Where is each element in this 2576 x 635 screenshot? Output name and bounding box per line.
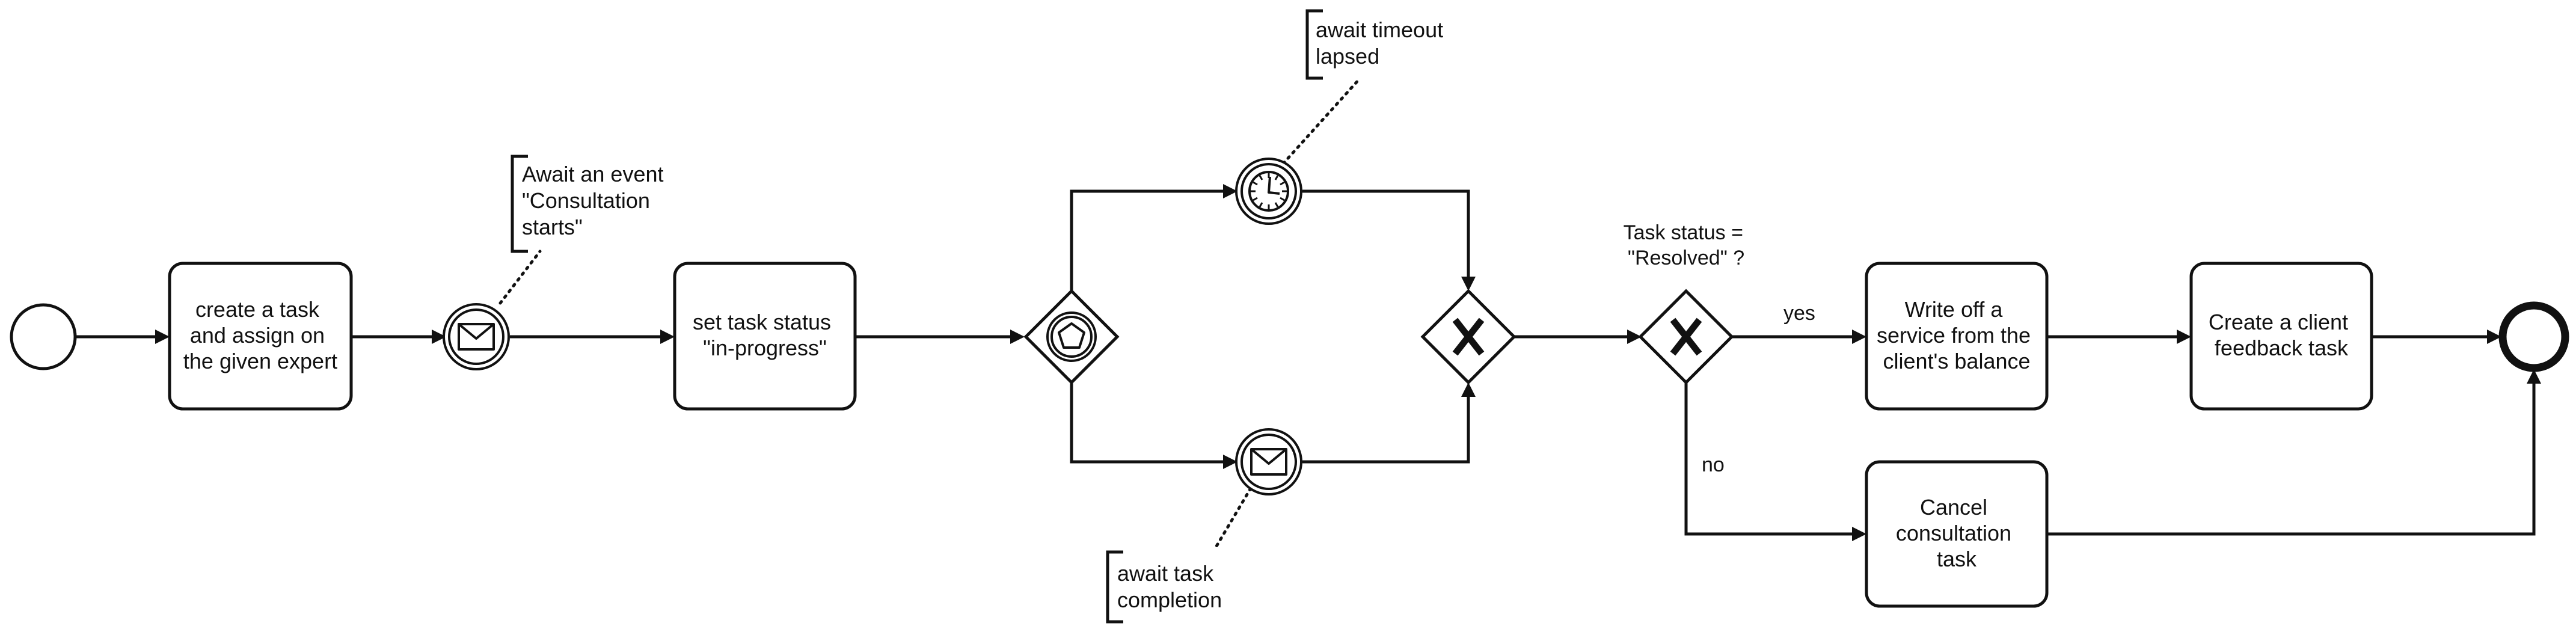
condition-line: Task status = <box>1624 221 1743 244</box>
arrowhead <box>2527 369 2541 384</box>
svg-text:Await an event "Consulta: Await an event "Consultation starts" <box>522 162 670 239</box>
intermediate-message-event[interactable] <box>443 303 510 370</box>
arrowhead <box>1627 330 1642 344</box>
annotation-line: starts" <box>522 215 583 239</box>
task-label-line: and assign on <box>190 323 325 348</box>
task-label-line: client's balance <box>1883 349 2030 373</box>
svg-text:await task completion: await task completion <box>1117 561 1222 612</box>
svg-text:Cancel consultation: Cancel consultation task <box>1896 495 2017 571</box>
arrowhead <box>660 330 675 344</box>
flow-timer-to-join-gateway[interactable] <box>1302 189 1470 279</box>
arrowhead <box>1461 382 1476 397</box>
task-label-line: create a task <box>195 297 320 322</box>
annotation-line: completion <box>1117 587 1222 612</box>
task-feedback[interactable]: Create a client feedback task <box>2189 262 2373 411</box>
association-timer <box>1281 76 1362 165</box>
envelope-icon <box>458 323 495 351</box>
flow-label-no: no <box>1702 453 1725 476</box>
clock-icon <box>1248 171 1289 212</box>
arrowhead <box>2177 330 2191 344</box>
arrowhead <box>1461 277 1476 291</box>
start-event[interactable] <box>10 303 77 370</box>
svg-text:create a task and assign: create a task and assign on the given ex… <box>183 297 337 373</box>
exclusive-decision-gateway[interactable] <box>1638 289 1734 385</box>
flow-cancel-to-end[interactable] <box>2047 381 2536 536</box>
message-event-task-completion[interactable] <box>1235 428 1302 495</box>
flow-label-yes: yes <box>1783 302 1815 325</box>
annotation-line: "Consultation <box>522 188 650 213</box>
task-create-task[interactable]: create a task and assign on the given ex… <box>168 262 353 411</box>
associations <box>498 76 1362 549</box>
annotation-completion: await task completion <box>1106 550 1222 624</box>
annotation-line: Await an event <box>522 162 664 186</box>
arrowhead <box>1852 527 1866 541</box>
condition-line: "Resolved" ? <box>1628 247 1744 269</box>
task-label-line: Write off a <box>1905 297 2004 322</box>
task-label-line: service from the <box>1877 323 2031 348</box>
sequence-flows <box>76 184 2541 541</box>
event-based-gateway[interactable] <box>1023 289 1120 385</box>
flow-message-to-join-gateway[interactable] <box>1302 394 1470 464</box>
arrowhead <box>2487 330 2501 344</box>
svg-text:set task status "in-prog: set task status "in-progress" <box>693 310 837 360</box>
svg-text:Write off a service from: Write off a service from the client's ba… <box>1877 297 2037 373</box>
arrowhead <box>155 330 170 344</box>
task-set-status[interactable]: set task status "in-progress" <box>673 262 857 411</box>
annotation-line: await task <box>1117 561 1214 586</box>
flow-decision-to-cancel[interactable] <box>1684 382 1854 536</box>
end-event[interactable] <box>2498 301 2569 372</box>
task-label-line: Create a client <box>2209 310 2348 334</box>
task-write-off[interactable]: Write off a service from the client's ba… <box>1865 262 2049 411</box>
svg-text:Create a client feedback: Create a client feedback task <box>2209 310 2354 360</box>
task-label-line: consultation <box>1896 521 2011 545</box>
annotation-line: lapsed <box>1316 44 1379 69</box>
task-label-line: Cancel <box>1920 495 1987 520</box>
task-cancel[interactable]: Cancel consultation task <box>1865 460 2049 608</box>
arrowhead <box>1223 455 1237 469</box>
envelope-icon <box>1250 448 1287 476</box>
flow-event-gateway-to-message[interactable] <box>1070 382 1225 464</box>
x-icon <box>1670 318 1702 356</box>
x-icon <box>1452 318 1485 356</box>
task-label-line: task <box>1937 547 1977 571</box>
flow-event-gateway-to-timer[interactable] <box>1070 189 1225 291</box>
task-label-line: the given expert <box>183 349 337 373</box>
exclusive-join-gateway[interactable] <box>1420 289 1516 385</box>
arrowhead <box>1852 330 1866 344</box>
timer-event[interactable] <box>1235 158 1302 225</box>
arrowhead <box>432 330 446 344</box>
annotation-timeout: await timeout lapsed <box>1305 9 1449 80</box>
pentagon-icon <box>1058 322 1085 349</box>
svg-text:await timeout lapsed: await timeout lapsed <box>1316 17 1449 69</box>
gateway-condition: Task status = "Resolved" ? <box>1624 221 1749 269</box>
task-label-line: "in-progress" <box>703 336 827 360</box>
association-message-event <box>498 250 542 305</box>
annotation-line: await timeout <box>1316 17 1443 42</box>
arrowhead <box>1223 184 1237 198</box>
association-completion <box>1214 486 1253 549</box>
task-label-line: set task status <box>693 310 831 334</box>
annotation-consultation-event: Await an event "Consultation starts" <box>511 155 670 253</box>
task-label-line: feedback task <box>2215 336 2349 360</box>
arrowhead <box>1010 330 1025 344</box>
